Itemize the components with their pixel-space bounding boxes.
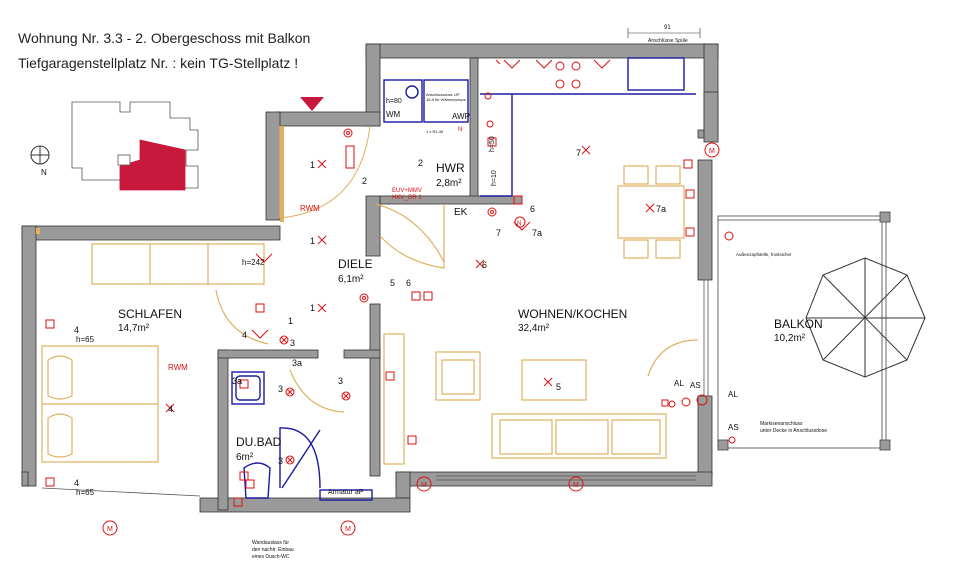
label-wand-2: den nachtr. Einbau (252, 547, 294, 553)
marker-6c: 6 (482, 260, 487, 270)
parasol-icon (805, 257, 926, 378)
marker-5b: 5 (556, 382, 561, 392)
marker-3a-bath: 3a (232, 376, 242, 386)
label-rwm-schlafen: RWM (168, 363, 188, 372)
room-wohnen-name: WOHNEN/KOCHEN (518, 307, 627, 321)
marker-5a: 5 (390, 278, 395, 288)
electrical-symbols (45, 59, 736, 536)
title-line-2: Tiefgaragenstellplatz Nr. : kein TG-Stel… (18, 55, 299, 71)
marker-2b: 2 (418, 158, 423, 168)
marker-2a: 2 (362, 176, 367, 186)
label-m-5: M (345, 526, 351, 533)
door-frames (36, 126, 284, 234)
label-al-inner: AL (674, 379, 684, 388)
label-awp: AWP (452, 112, 470, 121)
label-wm: WM (386, 110, 401, 119)
marker-3d: 3 (278, 456, 283, 466)
marker-7a-1: 7a (532, 228, 542, 238)
label-m-4: M (107, 526, 113, 533)
marker-7a-2: 7a (656, 204, 666, 214)
room-dubad-area: 6m² (236, 452, 254, 463)
label-m-1: M (709, 148, 715, 155)
label-euv: EUV+MMV (392, 188, 422, 194)
label-h10: h=10 (491, 170, 498, 186)
label-awp-note-1: Anschlussdose UP (426, 92, 460, 97)
room-dubad-name: DU.BAD (236, 435, 282, 449)
marker-3b: 3 (278, 384, 283, 394)
label-n-2: N (458, 127, 462, 133)
marker-1d: 1 (288, 316, 293, 326)
windows (41, 280, 709, 497)
label-as-balkon: AS (728, 423, 739, 432)
label-h50: h=50 (489, 136, 496, 152)
spuele-label: Anschlüsse Spüle (648, 38, 688, 44)
balcony (717, 211, 891, 451)
site-plan-icon (71, 101, 199, 191)
label-m-3: M (573, 482, 579, 489)
label-wand-1: Wandauslass für (252, 540, 289, 546)
label-markise-1: Markisenanschluss (760, 421, 803, 427)
label-h242: h=242 (242, 258, 265, 267)
label-h65-top: h=65 (76, 335, 95, 344)
plumbing (231, 57, 696, 501)
spuele-dim-label: 91 (664, 25, 671, 31)
marker-3a-diele: 3a (292, 358, 302, 368)
north-label: N (41, 168, 47, 177)
room-balkon-area: 10,2m² (774, 333, 806, 344)
label-awp-note-2: 16 A für Wärmepumpe (426, 97, 467, 102)
marker-4c: 4 (168, 404, 173, 414)
room-schlafen-area: 14,7m² (118, 323, 150, 334)
label-wand-3: eines Dusch-WC (252, 554, 290, 560)
marker-1b: 1 (310, 236, 315, 246)
label-hkv: HKV_GR 1 (392, 195, 422, 201)
room-hwr-area: 2,8m² (436, 178, 462, 189)
label-ek: EK (454, 207, 468, 218)
room-balkon-name: BALKON (774, 317, 823, 331)
label-h65-bottom: h=65 (76, 488, 95, 497)
marker-6a: 6 (406, 278, 411, 288)
marker-3c: 3 (338, 376, 343, 386)
marker-4b: 4 (74, 478, 79, 488)
walls (21, 43, 719, 513)
marker-1a: 1 (310, 160, 315, 170)
room-diele-name: DIELE (338, 257, 373, 271)
marker-1c: 1 (310, 303, 315, 313)
label-as-inner: AS (690, 381, 701, 390)
marker-7b: 7 (496, 228, 501, 238)
label-markise-2: unter Decke in Anschlussdose (760, 428, 827, 434)
label-h80: h=80 (386, 98, 402, 105)
label-m-2: M (421, 482, 427, 489)
marker-3a: 3 (290, 338, 295, 348)
label-aussenzapf: Außenzapfstelle, frostsicher (736, 252, 792, 257)
label-rj45: 1 x RJ-45 (426, 129, 444, 134)
marker-6b: 6 (530, 204, 535, 214)
title-line-1: Wohnung Nr. 3.3 - 2. Obergeschoss mit Ba… (18, 30, 311, 46)
compass-icon: N (30, 145, 50, 177)
furniture (41, 125, 699, 465)
entrance-arrow-icon (300, 97, 324, 111)
label-armatur: Armatur aP (328, 489, 364, 496)
spuele-dimension (627, 28, 701, 38)
room-schlafen-name: SCHLAFEN (118, 307, 182, 321)
marker-4a: 4 (74, 325, 79, 335)
label-rwm-diele: RWM (300, 204, 320, 213)
label-al-balkon: AL (728, 390, 738, 399)
room-hwr-name: HWR (436, 161, 465, 175)
room-wohnen-area: 32,4m² (518, 323, 550, 334)
room-diele-area: 6,1m² (338, 274, 364, 285)
marker-7a: 7 (576, 148, 581, 158)
marker-4d: 4 (242, 330, 247, 340)
label-n-1: N (517, 221, 521, 227)
